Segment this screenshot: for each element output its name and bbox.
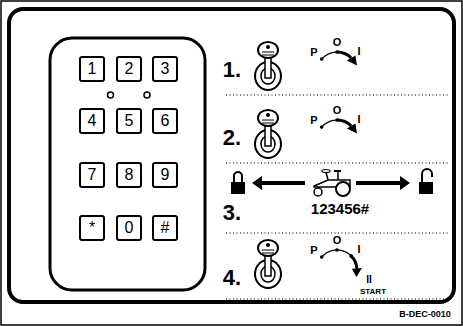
dial-position: O bbox=[333, 235, 342, 246]
dial-position: P bbox=[310, 245, 317, 256]
dial-position: P bbox=[310, 115, 317, 126]
key-label: 9 bbox=[161, 167, 170, 183]
key-label: 5 bbox=[125, 113, 134, 129]
keypad-key: 4 bbox=[79, 108, 105, 134]
keypad-key: 2 bbox=[116, 56, 142, 82]
key-label: 6 bbox=[161, 113, 170, 129]
key-label: 1 bbox=[88, 61, 97, 77]
step-number: 4. bbox=[223, 267, 241, 289]
key-label: 2 bbox=[125, 61, 134, 77]
key-label: 7 bbox=[88, 167, 97, 183]
keypad-key: 8 bbox=[116, 162, 142, 188]
keypad-key: 3 bbox=[152, 56, 178, 82]
key-label: * bbox=[89, 220, 95, 236]
key-label: # bbox=[161, 220, 170, 236]
keypad-key: 9 bbox=[152, 162, 178, 188]
keypad-key: 7 bbox=[79, 162, 105, 188]
dial-position: I bbox=[357, 114, 360, 125]
keypad-key: 6 bbox=[152, 108, 178, 134]
code-sequence: 123456# bbox=[311, 201, 369, 216]
decal-code: B-DEC-0010 bbox=[399, 310, 451, 319]
key-label: 4 bbox=[88, 113, 97, 129]
dial-position: START bbox=[360, 288, 386, 296]
step-number: 3. bbox=[223, 202, 241, 224]
key-label: 0 bbox=[125, 220, 134, 236]
keypad-key: 1 bbox=[79, 56, 105, 82]
dial-position: I bbox=[357, 46, 360, 57]
keypad-key: 5 bbox=[116, 108, 142, 134]
keypad-key: # bbox=[152, 215, 178, 241]
dial-position: II bbox=[366, 275, 372, 285]
keypad-key: * bbox=[79, 215, 105, 241]
dial-position: O bbox=[333, 105, 342, 116]
key-label: 3 bbox=[161, 61, 170, 77]
step-number: 1. bbox=[223, 59, 241, 81]
dial-position: P bbox=[310, 47, 317, 58]
dial-position: O bbox=[333, 37, 342, 48]
key-label: 8 bbox=[125, 167, 134, 183]
dial-position: I bbox=[357, 244, 360, 255]
step-number: 2. bbox=[223, 127, 241, 149]
keypad-key: 0 bbox=[116, 215, 142, 241]
